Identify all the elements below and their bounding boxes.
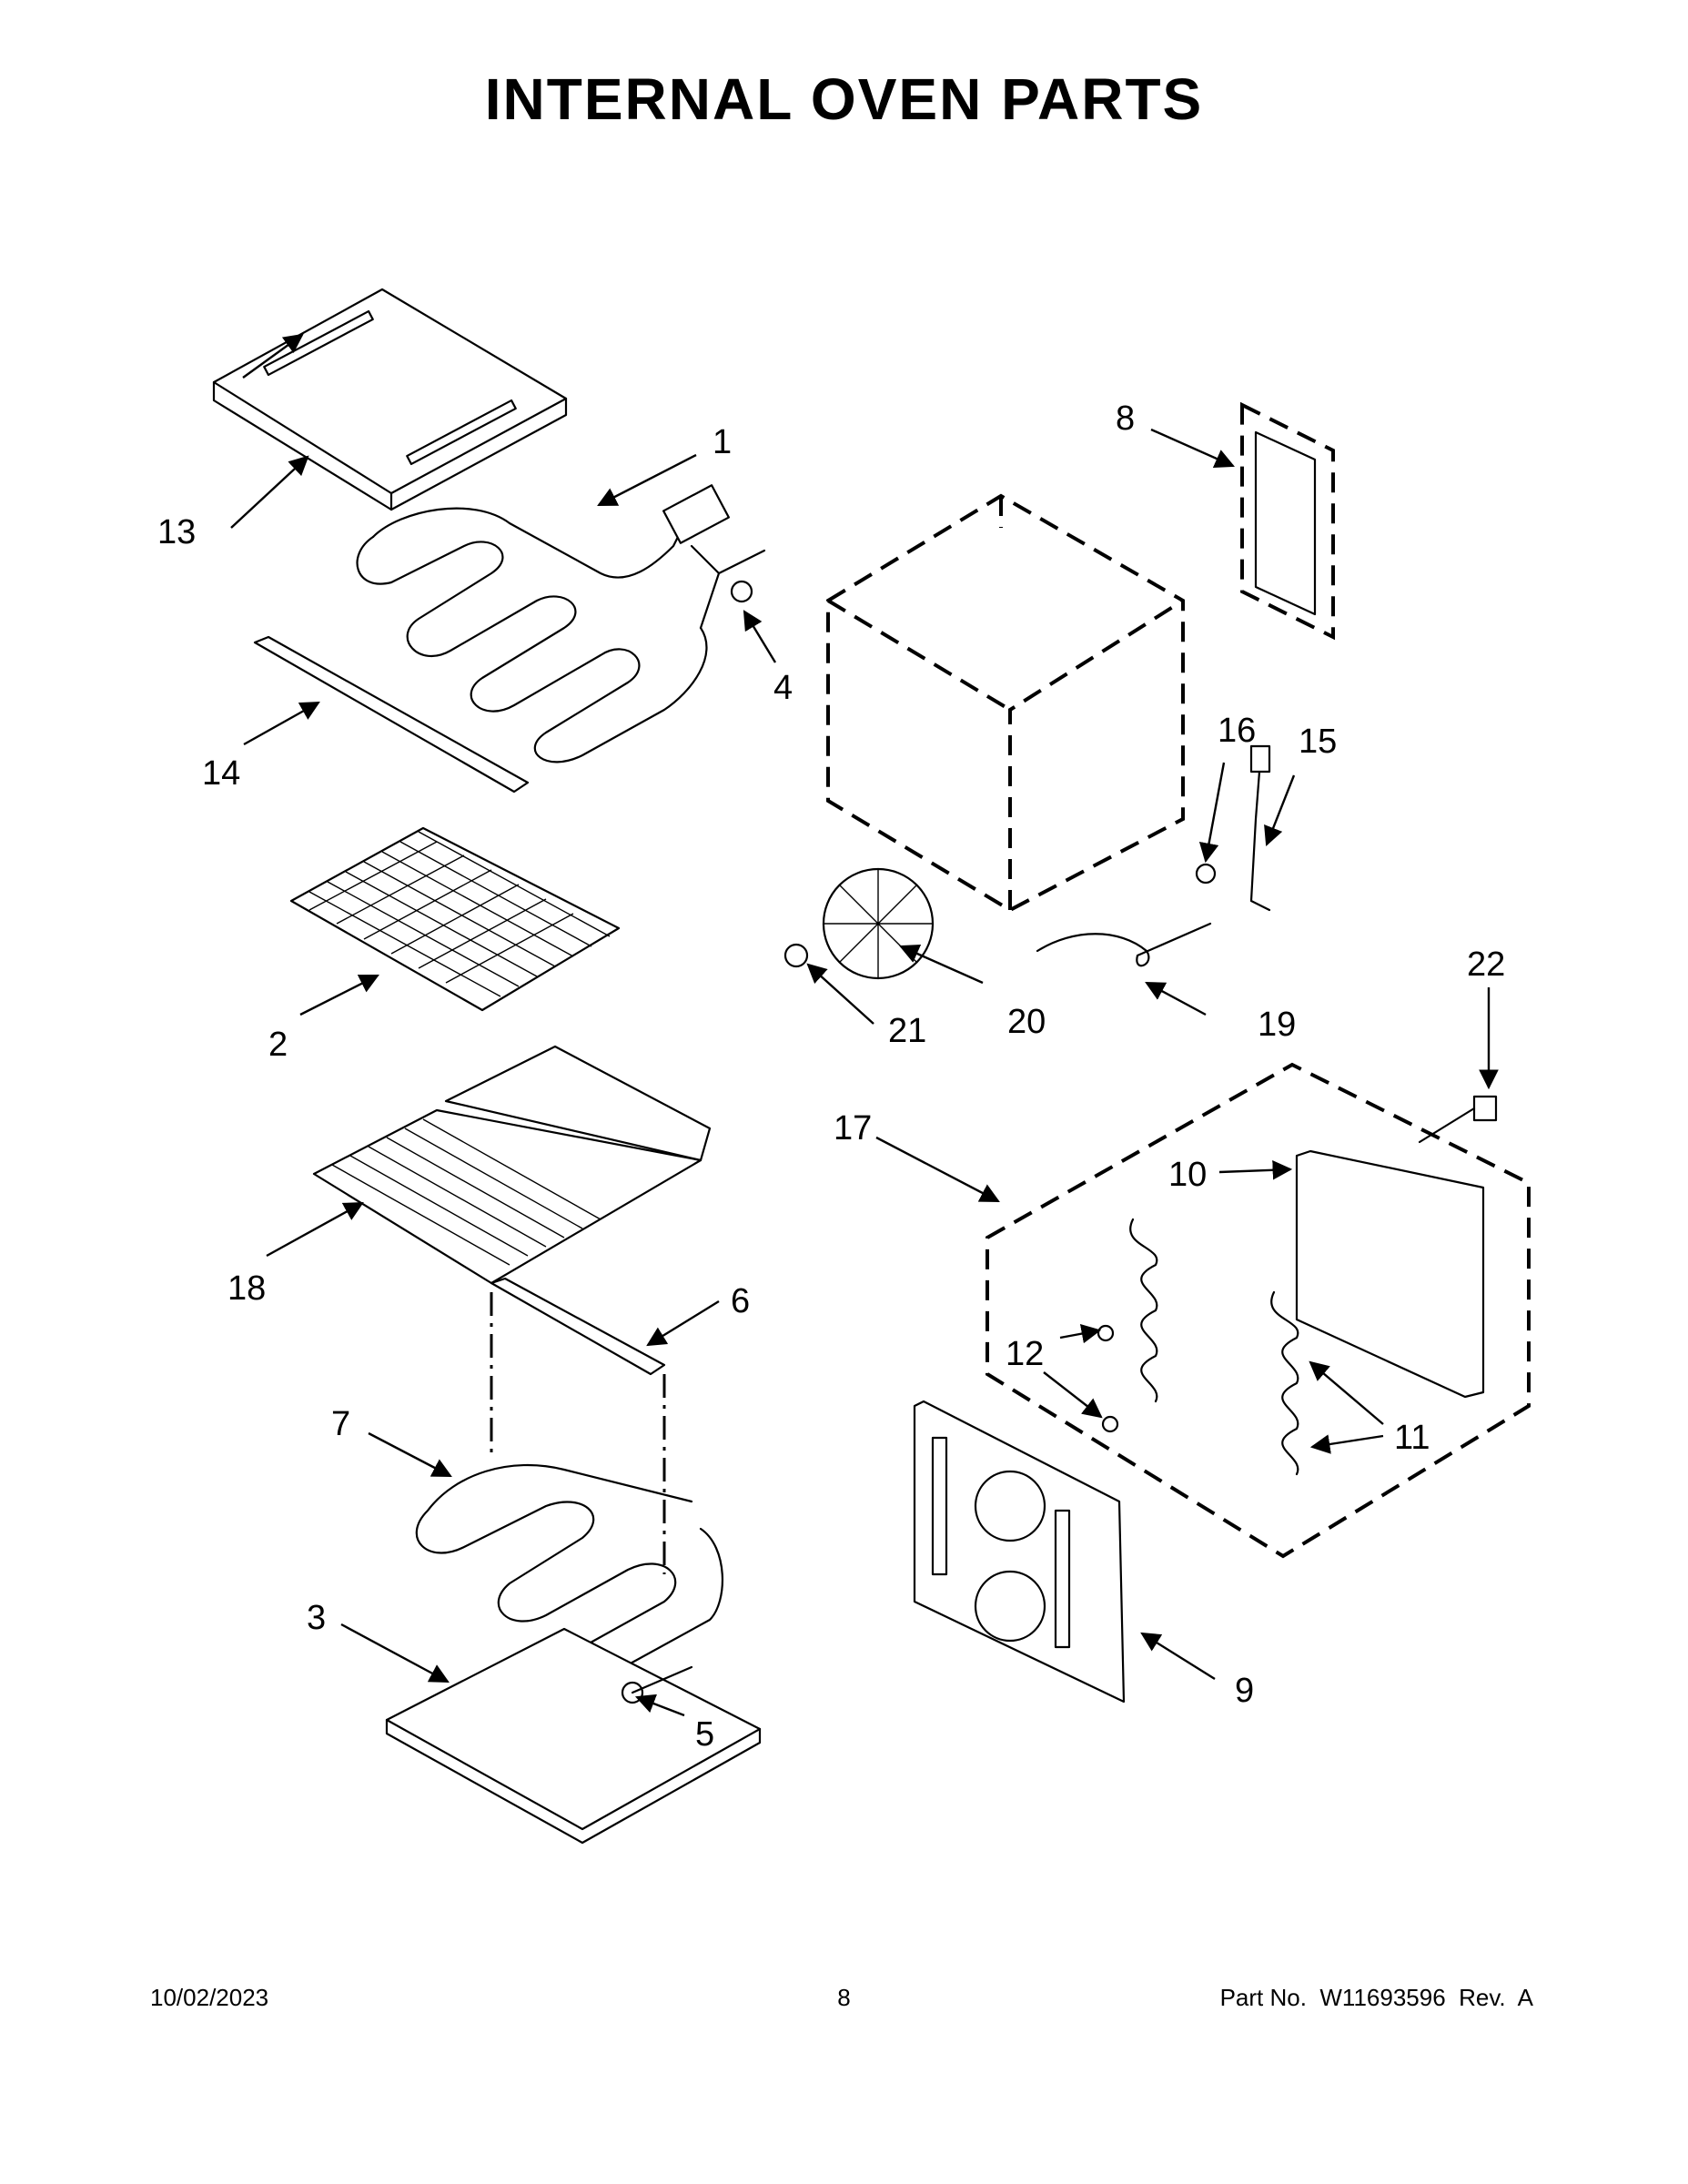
callout-7: 7 <box>331 1405 350 1443</box>
callout-21: 21 <box>888 1012 926 1050</box>
part-4-screw <box>717 549 766 603</box>
callout-20: 20 <box>1007 1003 1046 1041</box>
callout-19: 19 <box>1258 1006 1296 1044</box>
part-22-screw <box>1418 1095 1498 1144</box>
callout-arrows <box>230 333 1499 1717</box>
part-10-back-panel <box>1295 1149 1485 1399</box>
footer-page-number: 8 <box>837 1984 851 2011</box>
part-11-convection-element <box>1129 1218 1299 1476</box>
part-19-probe <box>1036 922 1212 967</box>
callout-15: 15 <box>1299 723 1337 761</box>
part-15-sensor-harness <box>1249 744 1271 912</box>
callout-11: 11 <box>1394 1419 1430 1457</box>
callout-6: 6 <box>731 1282 750 1320</box>
part-21-fan-nut <box>783 943 809 968</box>
part-18-rollout-rack <box>312 1045 712 1285</box>
footer-part-number: Part No. W11693596 Rev. A <box>1219 1984 1533 2011</box>
part-3-floor-panel <box>385 1627 762 1845</box>
callout-18: 18 <box>227 1269 266 1308</box>
callout-4: 4 <box>773 669 793 707</box>
callout-8: 8 <box>1116 399 1135 438</box>
part-6-element-shield <box>490 1277 666 1574</box>
callout-22: 22 <box>1467 945 1505 984</box>
part-20-fan-blade <box>822 867 935 980</box>
part-14-rail <box>253 635 530 794</box>
callout-labels: 1 2 3 4 5 6 7 8 9 10 11 12 13 14 15 16 1… <box>157 399 1505 1754</box>
callout-3: 3 <box>307 1599 326 1637</box>
part-9-fan-cover <box>913 1400 1126 1704</box>
callout-1: 1 <box>713 423 732 461</box>
callout-14: 14 <box>202 754 240 793</box>
callout-5: 5 <box>695 1715 714 1754</box>
page-title: INTERNAL OVEN PARTS <box>484 66 1204 132</box>
footer-date: 10/02/2023 <box>150 1984 269 2011</box>
callout-16: 16 <box>1218 712 1256 750</box>
oven-cavity-frame <box>826 493 1185 913</box>
callout-9: 9 <box>1235 1672 1254 1710</box>
part-2-oven-rack <box>289 826 621 1012</box>
callout-2: 2 <box>268 1026 288 1064</box>
part-7-bake-element <box>415 1463 723 1678</box>
part-17-convection-assembly <box>986 1062 1531 1559</box>
part-13-top-panel <box>212 288 568 511</box>
part-8-bracket <box>1240 401 1335 641</box>
callout-17: 17 <box>834 1109 872 1148</box>
callout-12: 12 <box>1006 1335 1044 1373</box>
callout-10: 10 <box>1168 1156 1207 1194</box>
part-16-nut <box>1195 863 1217 885</box>
callout-13: 13 <box>157 513 196 551</box>
